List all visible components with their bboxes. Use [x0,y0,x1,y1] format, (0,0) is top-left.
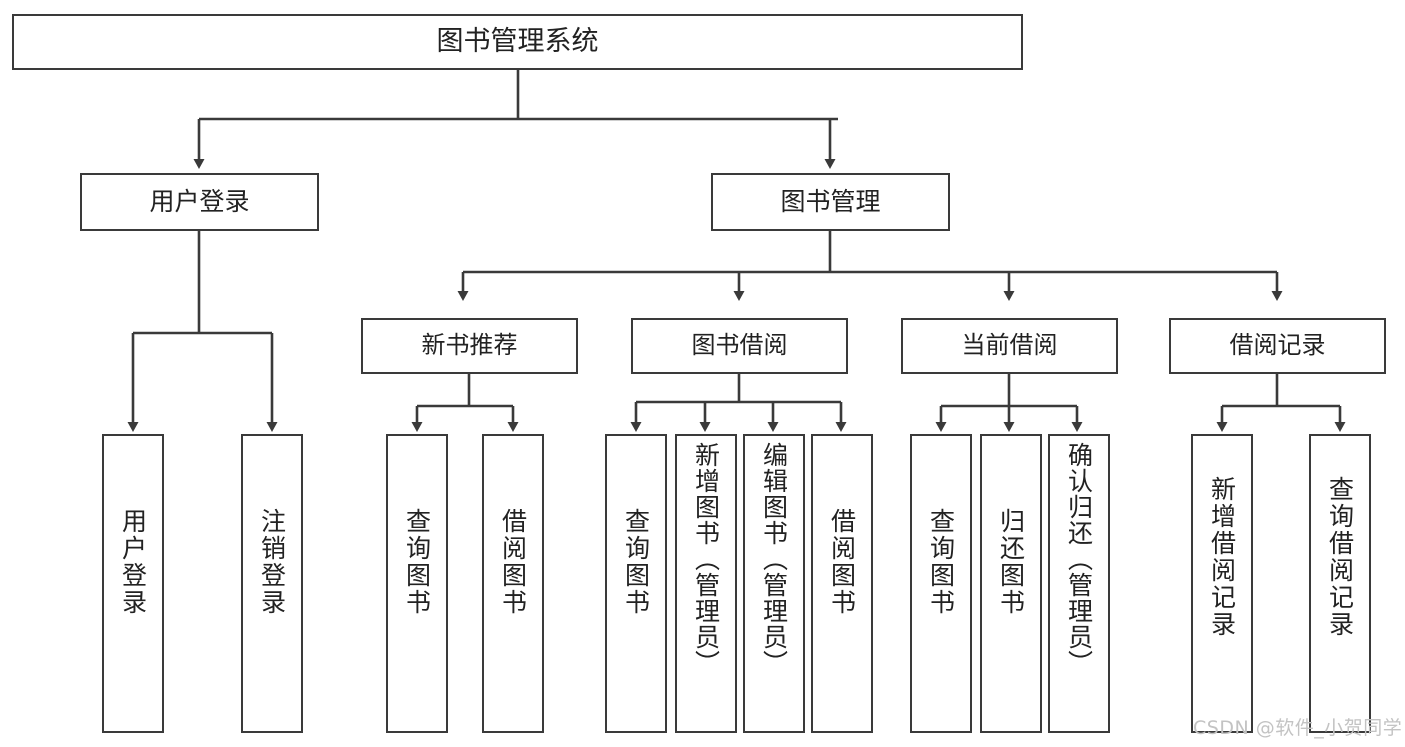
node-root-system-label: 图书管理系统 [436,25,599,57]
leaf-borrow-edit-book-admin-label: 编辑图书（管理员） [759,442,789,676]
leaf-current-query-book[interactable]: 查询图书 [910,434,972,733]
node-current-borrow-label: 当前借阅 [961,331,1058,360]
node-root-system[interactable]: 图书管理系统 [12,14,1023,70]
leaf-user-login-signin-label: 用户登录 [118,508,148,616]
leaf-recommend-query-book[interactable]: 查询图书 [386,434,448,733]
node-user-login-label: 用户登录 [149,186,250,216]
node-book-management-label: 图书管理 [780,186,881,216]
leaf-current-return-book[interactable]: 归还图书 [980,434,1042,733]
leaf-record-query-record-label: 查询借阅记录 [1325,476,1355,638]
leaf-user-login-signin[interactable]: 用户登录 [102,434,164,733]
node-new-book-recommend[interactable]: 新书推荐 [361,318,578,374]
node-current-borrow[interactable]: 当前借阅 [901,318,1118,374]
leaf-recommend-borrow-book[interactable]: 借阅图书 [482,434,544,733]
leaf-recommend-borrow-book-label: 借阅图书 [498,508,528,616]
leaf-record-add-record-label: 新增借阅记录 [1207,476,1237,638]
leaf-record-query-record[interactable]: 查询借阅记录 [1309,434,1371,733]
leaf-borrow-add-book-admin[interactable]: 新增图书（管理员） [675,434,737,733]
node-borrow-record-label: 借阅记录 [1229,331,1326,360]
node-book-borrow-label: 图书借阅 [691,331,788,360]
node-book-borrow[interactable]: 图书借阅 [631,318,848,374]
node-book-management[interactable]: 图书管理 [711,173,950,231]
leaf-borrow-query-book-label: 查询图书 [621,508,651,616]
leaf-borrow-borrow-book[interactable]: 借阅图书 [811,434,873,733]
leaf-borrow-edit-book-admin[interactable]: 编辑图书（管理员） [743,434,805,733]
leaf-user-login-signout[interactable]: 注销登录 [241,434,303,733]
leaf-borrow-add-book-admin-label: 新增图书（管理员） [691,442,721,676]
node-user-login[interactable]: 用户登录 [80,173,319,231]
leaf-current-confirm-return-admin-label: 确认归还（管理员） [1064,442,1094,676]
node-borrow-record[interactable]: 借阅记录 [1169,318,1386,374]
leaf-user-login-signout-label: 注销登录 [257,508,287,616]
csdn-watermark: CSDN @软件_小贺同学 [1193,717,1403,739]
leaf-current-confirm-return-admin[interactable]: 确认归还（管理员） [1048,434,1110,733]
leaf-borrow-query-book[interactable]: 查询图书 [605,434,667,733]
leaf-current-query-book-label: 查询图书 [926,508,956,616]
leaf-current-return-book-label: 归还图书 [996,508,1026,616]
leaf-record-add-record[interactable]: 新增借阅记录 [1191,434,1253,733]
leaf-recommend-query-book-label: 查询图书 [402,508,432,616]
leaf-borrow-borrow-book-label: 借阅图书 [827,508,857,616]
node-new-book-recommend-label: 新书推荐 [421,331,518,360]
